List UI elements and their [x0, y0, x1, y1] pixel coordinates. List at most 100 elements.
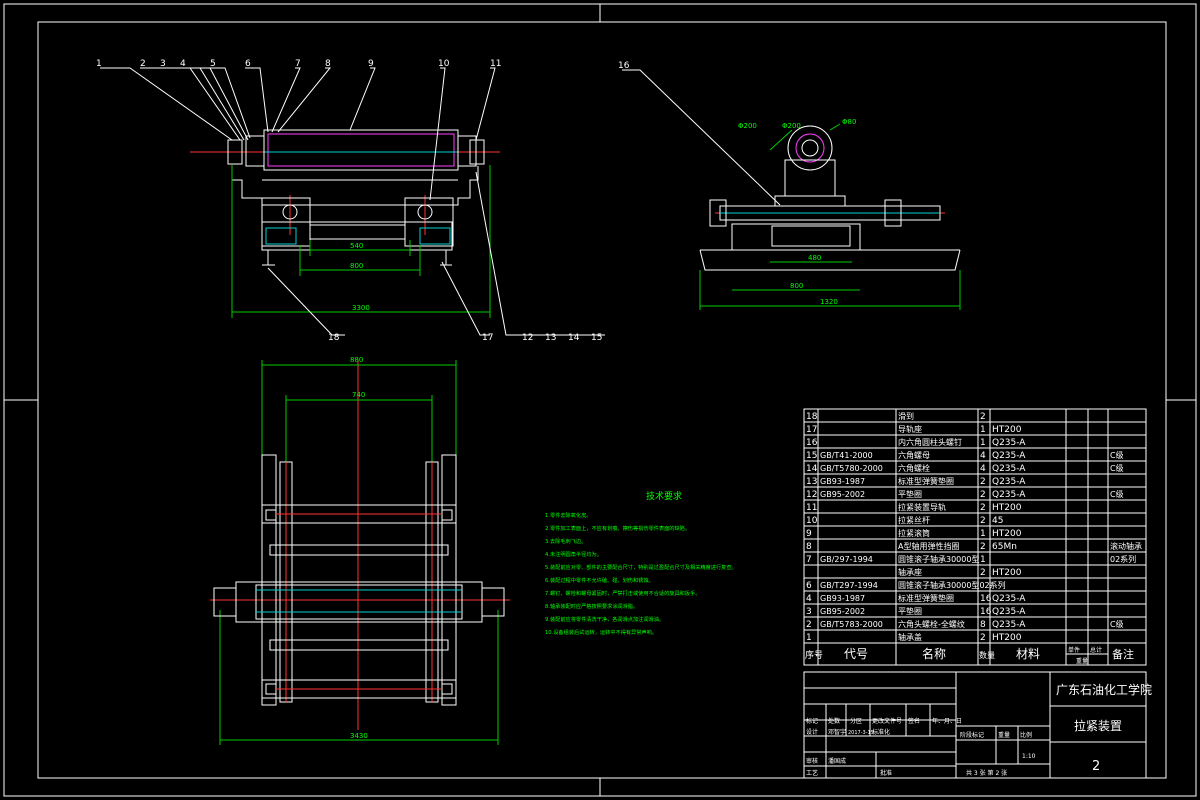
bom-header-name: 名称 — [922, 646, 946, 661]
bom-cell-qty: 1 — [980, 529, 986, 539]
bom-cell-name: 内六角圆柱头螺钉 — [898, 437, 962, 447]
bom-cell-name: 轴承座 — [898, 567, 922, 577]
bom-cell-no: 18 — [806, 412, 818, 422]
tb-zone: 分区 — [850, 717, 862, 725]
bom-cell-mat: 45 — [992, 516, 1003, 526]
balloon-16: 16 — [618, 61, 630, 71]
dim-circ-b: Φ200 — [782, 122, 801, 130]
bom-cell-mat: HT200 — [992, 568, 1022, 578]
bom-cell-mat: Q235-A — [992, 477, 1026, 487]
tech-item: 2.零件加工表面上，不应有划痕、擦伤等损伤零件表面的缺陷。 — [545, 524, 690, 532]
bom-cell-name: 平垫圈 — [898, 606, 922, 616]
bom-cell-code: GB93-1987 — [820, 594, 865, 603]
bom-header-no: 序号 — [805, 649, 823, 661]
technical-requirements: 技术要求 1.零件去除氧化皮。 2.零件加工表面上，不应有划痕、擦伤等损伤零件表… — [545, 490, 737, 636]
tech-item: 4.未注明圆角半径均为。 — [545, 550, 602, 558]
dim-top-a: 880 — [350, 356, 363, 364]
bom-cell-no: 3 — [806, 607, 812, 617]
balloon-12: 12 — [522, 333, 533, 343]
tech-title: 技术要求 — [646, 490, 682, 502]
bom-cell-mat: Q235-A — [992, 490, 1026, 500]
bom-cell-no: 15 — [806, 451, 817, 461]
bom-cell-qty: 2 — [980, 633, 986, 643]
tb-designer: 邓智宇 — [828, 728, 846, 736]
bom-cell-no: 17 — [806, 425, 817, 435]
bom-cell-name: A型轴用弹性挡圈 — [898, 541, 959, 551]
bom-cell-name: 平垫圈 — [898, 489, 922, 499]
tb-count: 处数 — [828, 717, 840, 725]
side-view: 16 480 800 1320 Φ200 Φ200 Φ80 — [618, 61, 961, 310]
tb-mark: 标记 — [806, 717, 818, 725]
tech-item: 10.设备组装后试运转，运转中不得有异常声响。 — [545, 628, 657, 636]
bom-cell-no: 16 — [806, 438, 818, 448]
front-view — [100, 67, 605, 336]
bom-cell-no: 9 — [806, 529, 812, 539]
bom-cell-mat: Q235-A — [992, 620, 1026, 630]
tb-check: 审核 — [806, 757, 818, 765]
bom-cell-qty: 8 — [980, 620, 986, 630]
bom-cell-no: 8 — [806, 542, 812, 552]
tb-ratio: 比例 — [1020, 731, 1032, 739]
bom-cell-qty: 2 — [980, 477, 986, 487]
bom-cell-no: 7 — [806, 555, 812, 565]
tb-sheet-no: 2 — [1092, 759, 1100, 774]
tb-sheets: 共 3 张 第 2 张 — [966, 769, 1007, 777]
bom-cell-name: 六角螺栓 — [898, 463, 930, 473]
bom-cell-mat: HT200 — [992, 529, 1022, 539]
dim-circ-a: Φ200 — [738, 122, 757, 130]
tb-date: 2017-3-15 — [848, 730, 874, 736]
balloon-7: 7 — [295, 59, 301, 69]
tb-weight: 重量 — [998, 731, 1010, 739]
dim-front-c: 3300 — [352, 304, 370, 312]
balloon-11: 11 — [490, 59, 501, 69]
tb-school: 广东石油化工学院 — [1056, 682, 1152, 697]
bom-cell-code: GB/T41-2000 — [820, 451, 873, 460]
balloon-3: 3 — [160, 59, 166, 69]
tb-std: 标准化 — [872, 728, 890, 736]
bom-cell-mat: Q235-A — [992, 594, 1026, 604]
bom-cell-qty: 1 — [980, 425, 986, 435]
dim-circ-c: Φ80 — [842, 118, 856, 126]
bom-cell-mat: HT200 — [992, 425, 1022, 435]
bom-cell-code: GB95-2002 — [820, 490, 865, 499]
bom-cell-qty: 2 — [980, 412, 986, 422]
bom-cell-qty: 16 — [980, 594, 992, 604]
tb-scale: 1:10 — [1022, 753, 1036, 760]
bom-cell-no: 10 — [806, 516, 818, 526]
bom-cell-qty: 4 — [980, 451, 986, 461]
balloon-1: 1 — [96, 59, 102, 69]
tb-stage: 阶段标记 — [960, 731, 984, 739]
bom-header-weight: 重量 — [1076, 657, 1088, 665]
balloon-18: 18 — [328, 333, 340, 343]
bom-cell-qty: 1 — [980, 555, 986, 565]
bom-cell-no: 6 — [806, 581, 812, 591]
tech-item: 1.零件去除氧化皮。 — [545, 511, 591, 519]
bom-cell-code: GB93-1987 — [820, 477, 865, 486]
balloon-4: 4 — [180, 59, 186, 69]
title-block: 标记 处数 分区 更改文件号 签名 年、月、日 设计 邓智宇 2017-3-15… — [803, 671, 1152, 779]
dim-front-b: 800 — [350, 262, 363, 270]
tech-item: 5.装配前应对零、部件的主要配合尺寸，特别是过盈配合尺寸及相关精度进行复查。 — [545, 563, 737, 571]
balloon-5: 5 — [210, 59, 216, 69]
front-dimensions: 540 800 3300 — [350, 242, 370, 312]
tech-item: 9.装配前应将零件清洗干净，各润滑点加注润滑油。 — [545, 615, 664, 623]
dim-side-b: 800 — [790, 282, 803, 290]
balloon-9: 9 — [368, 59, 374, 69]
bom-cell-remark: C级 — [1110, 619, 1124, 629]
front-balloons: 1 2 3 4 5 6 7 8 9 10 11 18 17 12 13 14 1… — [96, 59, 602, 343]
balloon-15: 15 — [591, 333, 602, 343]
bom-cell-remark: 滚动轴承 — [1110, 541, 1142, 551]
tb-sign: 签名 — [908, 717, 920, 725]
bom-cell-qty: 2 — [980, 516, 986, 526]
bom-cell-code: GB/297-1994 — [820, 555, 873, 564]
bom-cell-name: 标准型弹簧垫圈 — [898, 593, 954, 603]
bom-cell-name: 拉紧装置导轨 — [898, 502, 946, 512]
tech-item: 8.轴承装配时应严格按照要求涂润滑脂。 — [545, 602, 638, 610]
bom-cell-mat: HT200 — [992, 633, 1022, 643]
bom-cell-name: 六角头螺栓-全螺纹 — [898, 619, 965, 629]
tb-date-label: 年、月、日 — [932, 717, 962, 725]
bom-cell-qty: 2 — [980, 503, 986, 513]
bom-cell-name: 拉紧丝杆 — [898, 515, 930, 525]
